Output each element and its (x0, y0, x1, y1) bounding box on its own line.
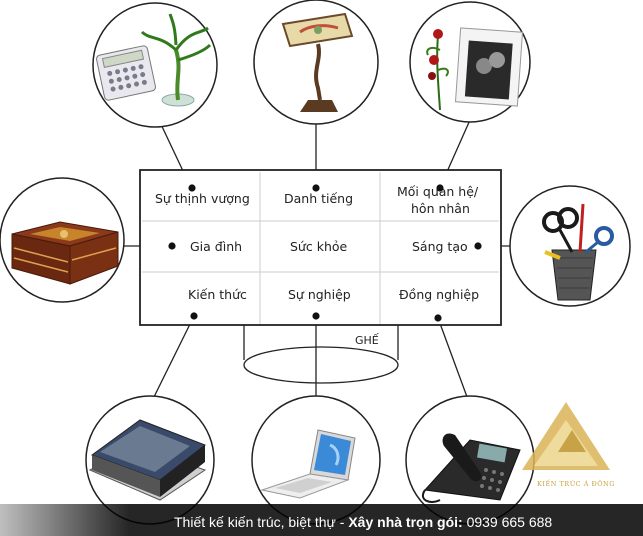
cell-relationship-line2: hôn nhân (411, 201, 470, 216)
footer-prefix: Thiết kế kiến trúc, biệt thự - (174, 514, 348, 530)
cell-career: Sự nghiệp (288, 287, 351, 302)
cell-family: Gia đình (190, 239, 242, 254)
footer-bar: Thiết kế kiến trúc, biệt thự - Xây nhà t… (0, 504, 643, 536)
chair-label: GHẾ (355, 333, 379, 347)
footer-text: Thiết kế kiến trúc, biệt thự - Xây nhà t… (174, 514, 552, 530)
desk-lamp-icon (254, 0, 378, 124)
photo-frame-rose-icon (410, 2, 530, 122)
calculator-plant-icon (93, 3, 217, 127)
cell-knowledge: Kiến thức (188, 287, 247, 302)
footer-bold: Xây nhà trọn gói: (348, 514, 462, 530)
footer-phone: 0939 665 688 (463, 514, 553, 530)
pen-holder-icon (510, 186, 630, 306)
wooden-box-icon (0, 178, 124, 302)
logo-icon (522, 402, 610, 470)
cell-fame: Danh tiếng (284, 191, 353, 206)
cell-wealth: Sự thịnh vượng (155, 191, 250, 206)
cell-health: Sức khỏe (290, 239, 348, 254)
cell-creativity: Sáng tạo (412, 239, 468, 254)
logo-text: KIẾN TRÚC Á ĐÔNG (526, 480, 626, 488)
cell-colleagues: Đồng nghiệp (399, 287, 479, 302)
